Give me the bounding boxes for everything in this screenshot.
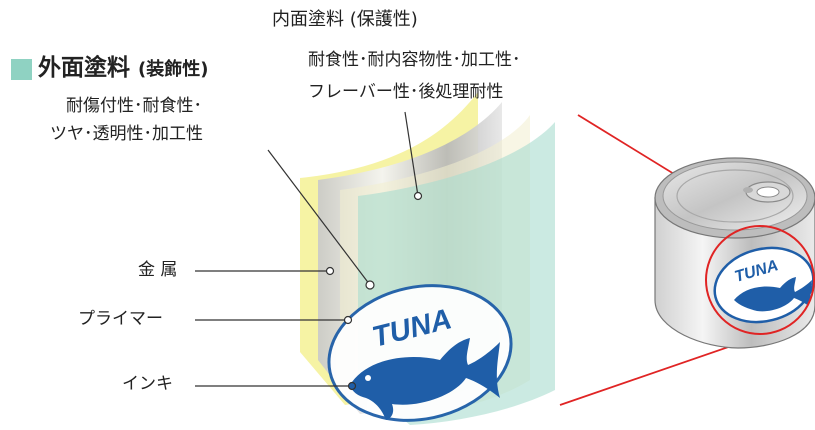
metal-label: 金 属 xyxy=(138,260,178,280)
outer-coating-swatch xyxy=(11,59,32,80)
ink-label: インキ xyxy=(122,374,173,394)
outer-coating-leader-dot xyxy=(365,280,375,290)
outer-coating-line2: ツヤ･透明性･加工性 xyxy=(50,124,203,144)
can-tuna-fish-icon xyxy=(734,277,812,312)
primer-label: プライマー xyxy=(78,309,163,329)
outer-coating-title-text: 外面塗料 xyxy=(38,55,130,81)
inner-coating-line1: 耐食性･耐内容物性･加工性･ xyxy=(308,50,521,70)
outer-coating-title: 外面塗料 (装飾性) xyxy=(38,55,208,83)
metal-leader-dot xyxy=(325,266,335,276)
outer-coating-leader-line xyxy=(267,149,371,286)
outer-coating-line1: 耐傷付性･耐食性･ xyxy=(66,96,202,116)
fish-eye xyxy=(365,375,371,381)
primer-leader-dot xyxy=(343,315,353,325)
outer-coating-subtitle: (装飾性) xyxy=(138,59,209,80)
inner-coating-leader-dot xyxy=(413,191,423,201)
inner-coating-title: 内面塗料 (保護性) xyxy=(272,9,418,30)
inner-coating-leader-line xyxy=(404,111,419,197)
tuna-fish-icon xyxy=(350,338,500,420)
zoom-circle xyxy=(705,225,815,335)
ink-leader-dot xyxy=(347,381,357,391)
inner-coating-line2: フレーバー性･後処理耐性 xyxy=(308,82,504,102)
